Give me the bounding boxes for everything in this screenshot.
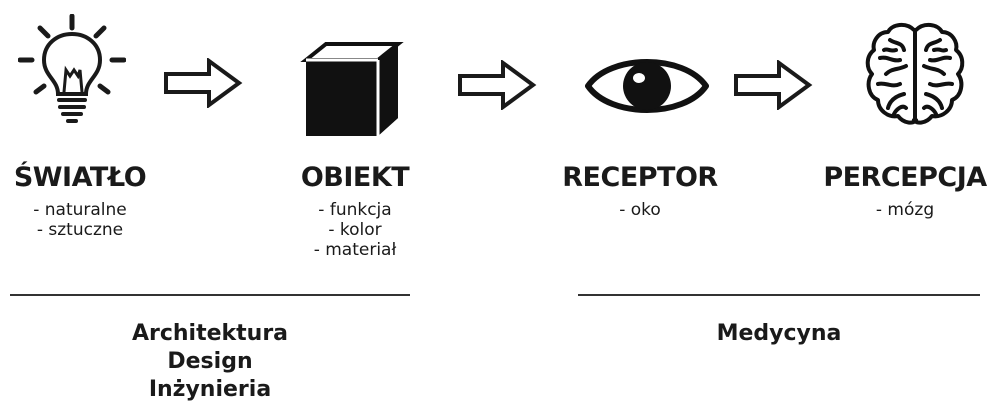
list-item: - mózg xyxy=(875,200,935,220)
stage-title-obiekt: OBIEKT xyxy=(300,162,410,193)
field-label: Architektura xyxy=(131,321,289,346)
stage-details-percepcja: - mózg xyxy=(822,200,988,220)
list-item: - sztuczne xyxy=(36,220,124,240)
field-label: Design xyxy=(167,349,253,374)
field-group-right: Medycyna xyxy=(679,320,879,348)
brain-icon xyxy=(865,23,965,125)
list-item: - funkcja xyxy=(318,200,392,220)
cube-icon xyxy=(300,42,404,136)
stage-title-receptor: RECEPTOR xyxy=(562,162,718,193)
eye-icon xyxy=(585,59,709,113)
right-arrow-icon xyxy=(164,58,243,108)
list-item: - materiał xyxy=(313,240,397,260)
list-item: - naturalne xyxy=(33,200,127,220)
stage-title-percepcja: PERCEPCJA xyxy=(823,162,987,193)
field-group-left: Architektura Design Inżynieria xyxy=(110,320,310,404)
field-label: Inżynieria xyxy=(148,377,272,402)
lightbulb-icon xyxy=(18,14,126,123)
divider-right xyxy=(578,294,980,296)
stage-title-swiatlo: ŚWIATŁO xyxy=(13,162,147,193)
stage-details-obiekt: - funkcja - kolor - materiał xyxy=(285,200,425,260)
right-arrow-icon xyxy=(458,60,537,110)
right-arrow-icon xyxy=(734,60,813,110)
list-item: - oko xyxy=(619,200,661,220)
stage-details-receptor: - oko xyxy=(556,200,724,220)
divider-left xyxy=(10,294,410,296)
stage-details-swiatlo: - naturalne - sztuczne xyxy=(6,200,154,240)
list-item: - kolor xyxy=(328,220,382,240)
field-label: Medycyna xyxy=(716,321,842,346)
